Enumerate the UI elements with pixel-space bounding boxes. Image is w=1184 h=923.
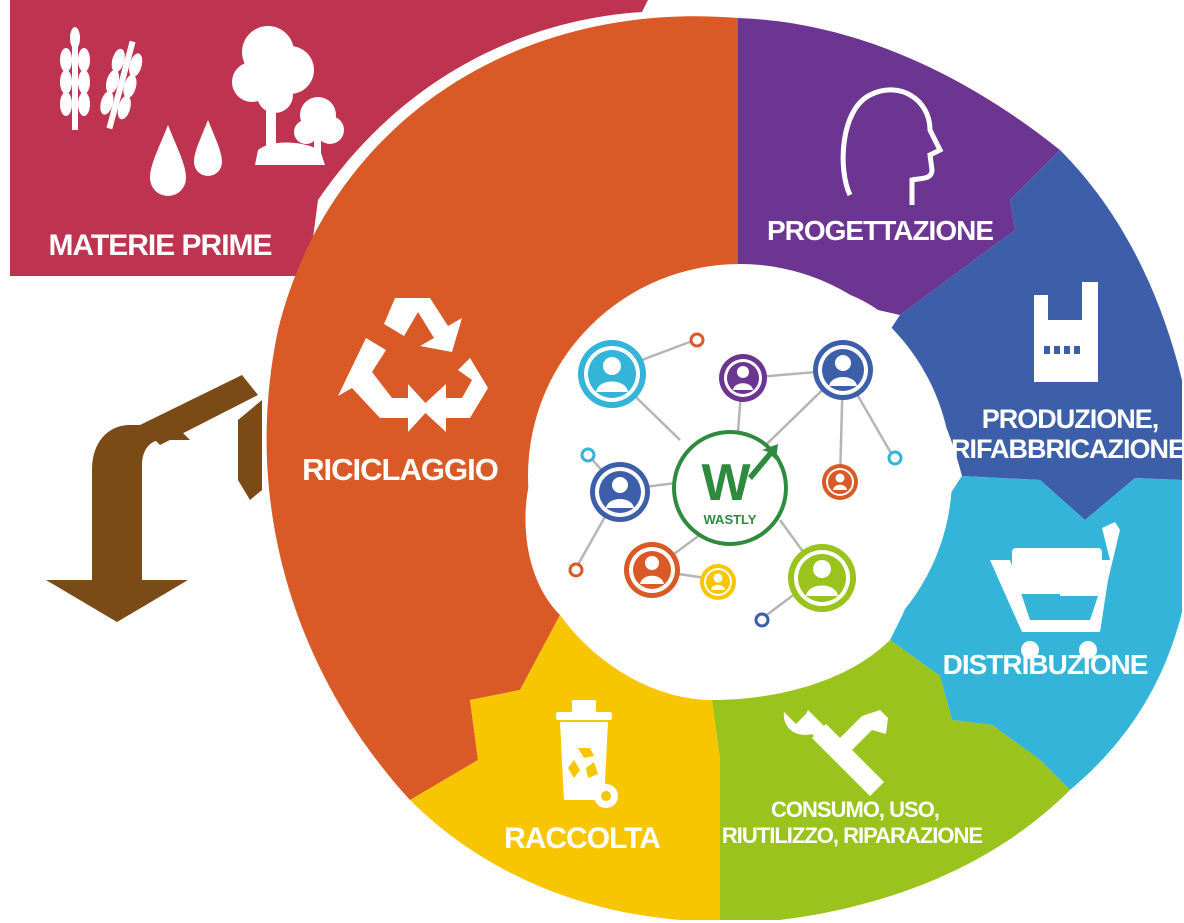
consumo-label-line2: RIUTILIZZO, RIPARAZIONE <box>722 823 982 848</box>
segment-produzione: PRODUZIONE, RIFABBRICAZIONE <box>890 150 1184 520</box>
center-network: W WASTLY <box>528 264 952 688</box>
raccolta-label: RACCOLTA <box>504 822 660 855</box>
tools-icon <box>783 710 888 796</box>
water-drops-icon <box>150 120 222 196</box>
produzione-label-line2: RIFABBRICAZIONE <box>951 434 1184 464</box>
wheat-icon <box>60 27 143 130</box>
segment-consumo: CONSUMO, USO, RIUTILIZZO, RIPARAZIONE <box>712 640 1070 920</box>
segment-riciclaggio: RICICLAGGIO <box>266 16 738 800</box>
materie-prime-label: MATERIE PRIME <box>48 229 271 262</box>
wastly-logo-icon: W WASTLY <box>672 430 788 546</box>
head-profile-icon <box>840 87 944 205</box>
segment-raccolta: RACCOLTA <box>410 615 720 920</box>
segment-progettazione: PROGETTAZIONE <box>738 18 1060 315</box>
network-avatar-icon <box>568 332 903 628</box>
wastly-logo-letter: W <box>701 454 751 512</box>
produzione-label-line1: PRODUZIONE, <box>982 404 1159 434</box>
shopping-cart-icon <box>990 522 1120 659</box>
segment-rifiuti-residui: RIFIUTI RESIDUI <box>36 375 265 679</box>
wastly-logo-text: WASTLY <box>704 512 757 527</box>
recycle-icon <box>338 298 488 432</box>
rifiuti-residui-label: RIFIUTI RESIDUI <box>36 644 264 679</box>
distribuzione-label: DISTRIBUZIONE <box>943 649 1148 680</box>
segment-distribuzione: DISTRIBUZIONE <box>890 476 1182 790</box>
recycle-bin-icon <box>556 700 618 808</box>
segment-materie-prime: MATERIE PRIME <box>10 0 648 276</box>
factory-icon <box>1034 282 1098 382</box>
down-arrow-icon <box>46 375 262 622</box>
progettazione-label: PROGETTAZIONE <box>767 215 993 246</box>
riciclaggio-label: RICICLAGGIO <box>302 452 498 487</box>
tree-icon <box>232 26 344 165</box>
consumo-label-line1: CONSUMO, USO, <box>771 797 939 822</box>
